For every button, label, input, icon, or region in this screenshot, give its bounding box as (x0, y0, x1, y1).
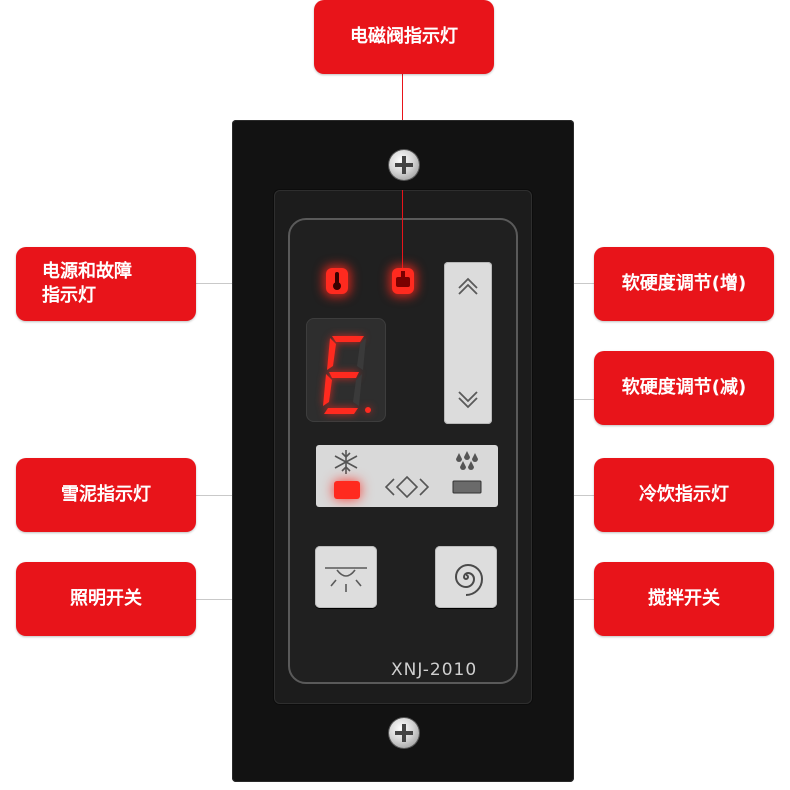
chevron-down-icon (458, 391, 478, 409)
droplets-cup-icon (456, 451, 478, 470)
callout-stir-switch-text: 搅拌开关 (648, 587, 720, 609)
callout-cold-drink-indicator: 冷饮指示灯 (594, 458, 774, 532)
valve-icon (396, 271, 410, 287)
display-digit-icon (323, 336, 371, 414)
callout-hardness-down: 软硬度调节(减) (594, 351, 774, 425)
top-screw-icon (389, 150, 419, 180)
callout-power-fault-indicator: 电源和故障 指示灯 (16, 247, 196, 321)
hardness-down-button[interactable] (444, 380, 492, 420)
callout-slush-text: 雪泥指示灯 (61, 483, 151, 505)
callout-solenoid-text: 电磁阀指示灯 (350, 25, 458, 47)
callout-power-fault-line1: 电源和故障 (42, 260, 132, 282)
slush-led (334, 481, 360, 499)
thermometer-icon (333, 272, 341, 290)
hardness-adjust-strip (444, 262, 492, 424)
callout-power-fault-line2: 指示灯 (42, 285, 96, 306)
bottom-screw-icon (389, 718, 419, 748)
mode-selector-strip (316, 445, 498, 507)
callout-hardness-up: 软硬度调节(增) (594, 247, 774, 321)
cold-drink-led (452, 480, 482, 494)
solenoid-led (392, 268, 414, 294)
stir-switch-button[interactable] (435, 546, 497, 608)
spiral-icon (454, 563, 484, 596)
light-icon (325, 567, 367, 592)
callout-hardness-up-text: 软硬度调节(增) (621, 272, 747, 294)
callout-hardness-down-text: 软硬度调节(减) (621, 376, 747, 398)
diamond-arrows-icon (384, 475, 430, 499)
chevron-up-icon (458, 277, 478, 295)
snowflake-icon (334, 450, 358, 474)
mode-strip-graphics (334, 450, 482, 499)
callout-light-switch: 照明开关 (16, 562, 196, 636)
power-fault-led (326, 268, 348, 294)
light-switch-button[interactable] (315, 546, 377, 608)
callout-light-switch-text: 照明开关 (70, 587, 142, 609)
hardness-up-button[interactable] (444, 266, 492, 306)
callout-stir-switch: 搅拌开关 (594, 562, 774, 636)
callout-solenoid-indicator: 电磁阀指示灯 (314, 0, 494, 74)
leader-solenoid-panel (402, 190, 403, 274)
callout-slush-indicator: 雪泥指示灯 (16, 458, 196, 532)
model-number: XNJ-2010 (385, 660, 484, 680)
seven-segment-display: E (306, 318, 386, 422)
callout-cold-drink-text: 冷饮指示灯 (639, 483, 729, 505)
